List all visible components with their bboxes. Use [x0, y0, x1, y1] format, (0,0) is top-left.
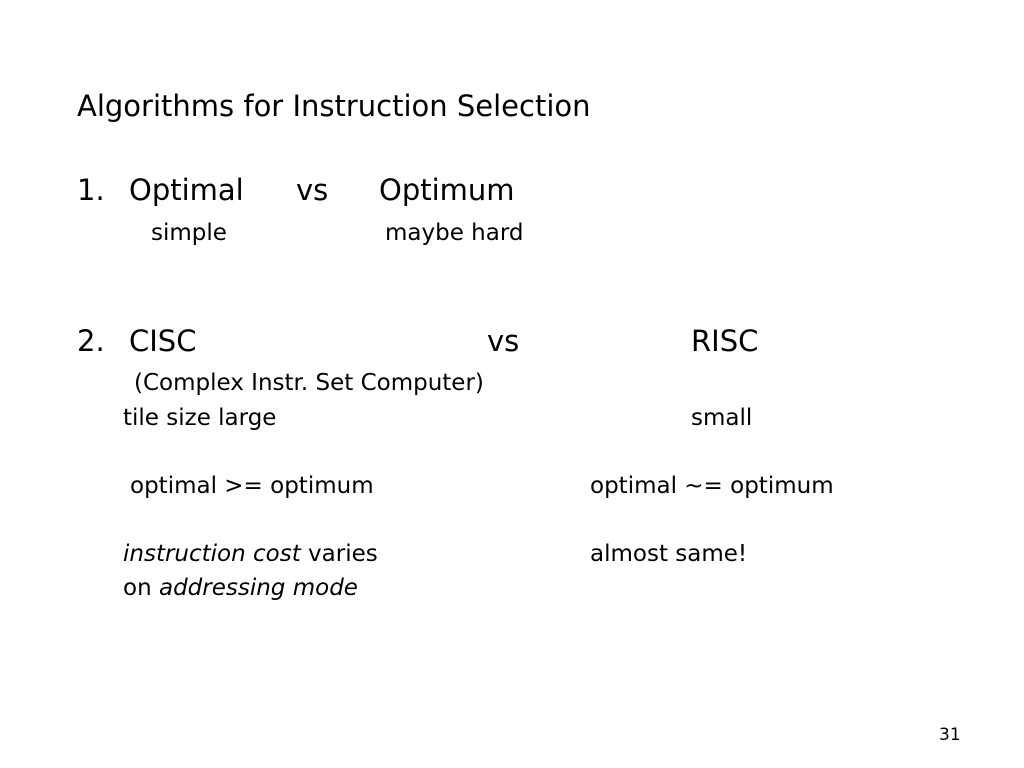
slide-title: Algorithms for Instruction Selection — [77, 89, 591, 123]
item1-right-term: Optimum — [379, 173, 515, 207]
item2-left-term: CISC — [129, 324, 197, 358]
item1-left-note: simple — [151, 220, 227, 246]
optimality-left: optimal >= optimum — [130, 473, 374, 499]
cost-right: almost same! — [590, 541, 748, 567]
item2-vs: vs — [487, 324, 520, 358]
item1-right-note: maybe hard — [385, 220, 524, 246]
item1-number: 1. — [77, 173, 105, 207]
item1-left-term: Optimal — [129, 173, 244, 207]
cost-left-line2-prefix: on — [123, 575, 159, 601]
optimality-right: optimal ~= optimum — [590, 473, 834, 499]
cost-left-line2: on addressing mode — [123, 577, 358, 600]
addressing-mode-emphasis: addressing mode — [158, 575, 358, 601]
tile-size-left: tile size large — [123, 405, 277, 431]
tile-size-right: small — [691, 405, 753, 431]
item1-vs: vs — [296, 173, 329, 207]
cisc-expansion: (Complex Instr. Set Computer) — [134, 370, 484, 396]
cost-left-line1: instruction cost varies — [123, 543, 378, 566]
item2-number: 2. — [77, 324, 105, 358]
instruction-cost-emphasis: instruction cost — [123, 541, 301, 567]
page-number: 31 — [939, 725, 961, 745]
item2-right-term: RISC — [691, 324, 759, 358]
cost-left-rest: varies — [300, 541, 378, 567]
